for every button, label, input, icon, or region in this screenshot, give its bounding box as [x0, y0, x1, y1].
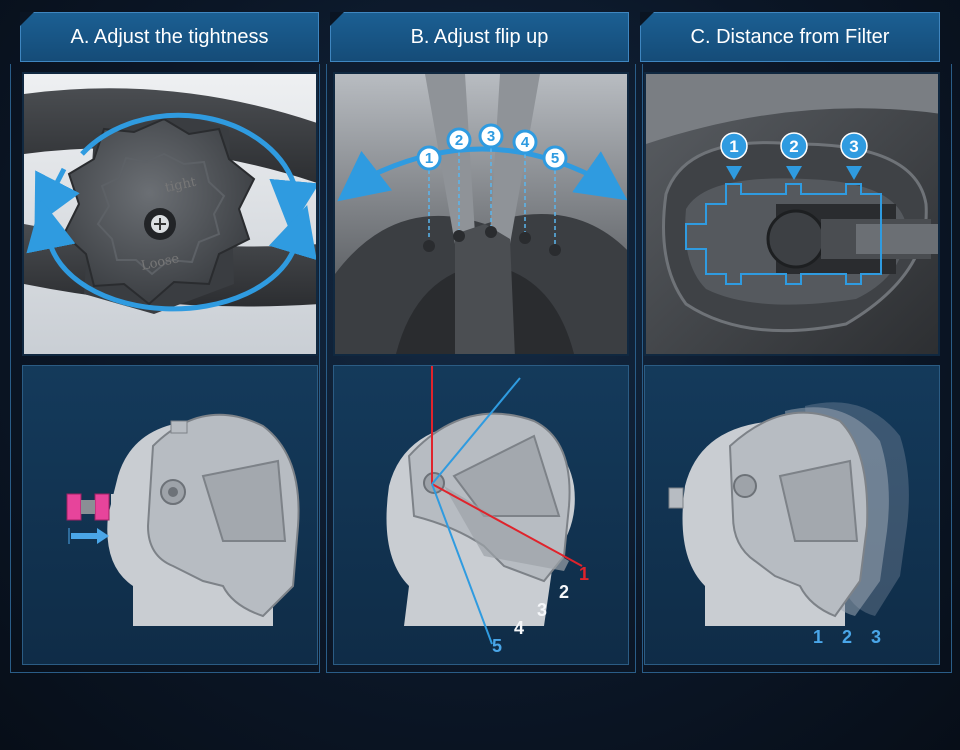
angle-label-4: 4 [514, 618, 525, 638]
frame-outline [326, 64, 636, 673]
filter-distance-illustration: 1 2 3 [646, 74, 938, 354]
diagram-headgear-tightness [22, 365, 318, 665]
filter-spacer-icon [66, 493, 110, 521]
filter-marker-2: 2 [789, 137, 798, 156]
photo-filter-distance: 1 2 3 [644, 72, 940, 356]
frame-outline [642, 64, 952, 673]
distance-label-3: 3 [871, 627, 882, 647]
helmet-shell [668, 411, 869, 618]
angle-label-1: 1 [579, 564, 590, 584]
section-b-header: B. Adjust flip up [330, 12, 629, 62]
distance-label-2: 2 [842, 627, 853, 647]
angle-line-5 [431, 483, 493, 645]
photo-flip-up: 1 2 3 4 5 [333, 72, 629, 356]
section-a-title: A. Adjust the tightness [70, 25, 269, 48]
flip-marker-3: 3 [487, 128, 495, 145]
distance-label-1: 1 [813, 627, 824, 647]
push-arrow-icon [97, 528, 109, 544]
flip-marker-1: 1 [425, 150, 433, 167]
pivot-pegs [423, 226, 561, 256]
angle-label-3: 3 [537, 600, 548, 620]
flip-up-illustration: 1 2 3 4 5 [335, 74, 627, 354]
rotate-arrow-top [80, 112, 297, 185]
gear-knob [62, 117, 256, 306]
knob-illustration: tight Loose [24, 74, 316, 354]
head-diagram-a [66, 413, 300, 626]
helmet-shell [146, 413, 300, 618]
filter-cutout-outline [685, 183, 882, 285]
angle-line-1 [431, 483, 583, 567]
knob-tight-text: tight [164, 175, 198, 196]
photo-tightness-knob: tight Loose [22, 72, 318, 356]
angle-line-max [431, 377, 521, 485]
section-b-title: B. Adjust flip up [410, 25, 549, 48]
section-a-header: A. Adjust the tightness [20, 12, 319, 62]
head-diagram-b [386, 366, 583, 645]
flip-position-markers [416, 123, 568, 171]
head-diagram-c [668, 402, 909, 626]
section-c-title: C. Distance from Filter [690, 25, 890, 48]
flip-marker-4: 4 [521, 134, 530, 151]
diagram-filter-distance: 1 2 3 [644, 365, 940, 665]
filter-marker-3: 3 [849, 137, 858, 156]
flip-marker-5: 5 [551, 150, 559, 167]
frame-outline [10, 64, 320, 673]
section-c-header: C. Distance from Filter [640, 12, 940, 62]
angle-label-2: 2 [559, 582, 570, 602]
diagram-flip-angles: 1 2 3 4 5 [333, 365, 629, 665]
filter-marker-1: 1 [729, 137, 738, 156]
rotate-arrow-bottom [46, 238, 297, 312]
angle-label-5: 5 [492, 636, 503, 656]
filter-position-markers [720, 132, 868, 160]
flip-marker-2: 2 [455, 132, 463, 149]
